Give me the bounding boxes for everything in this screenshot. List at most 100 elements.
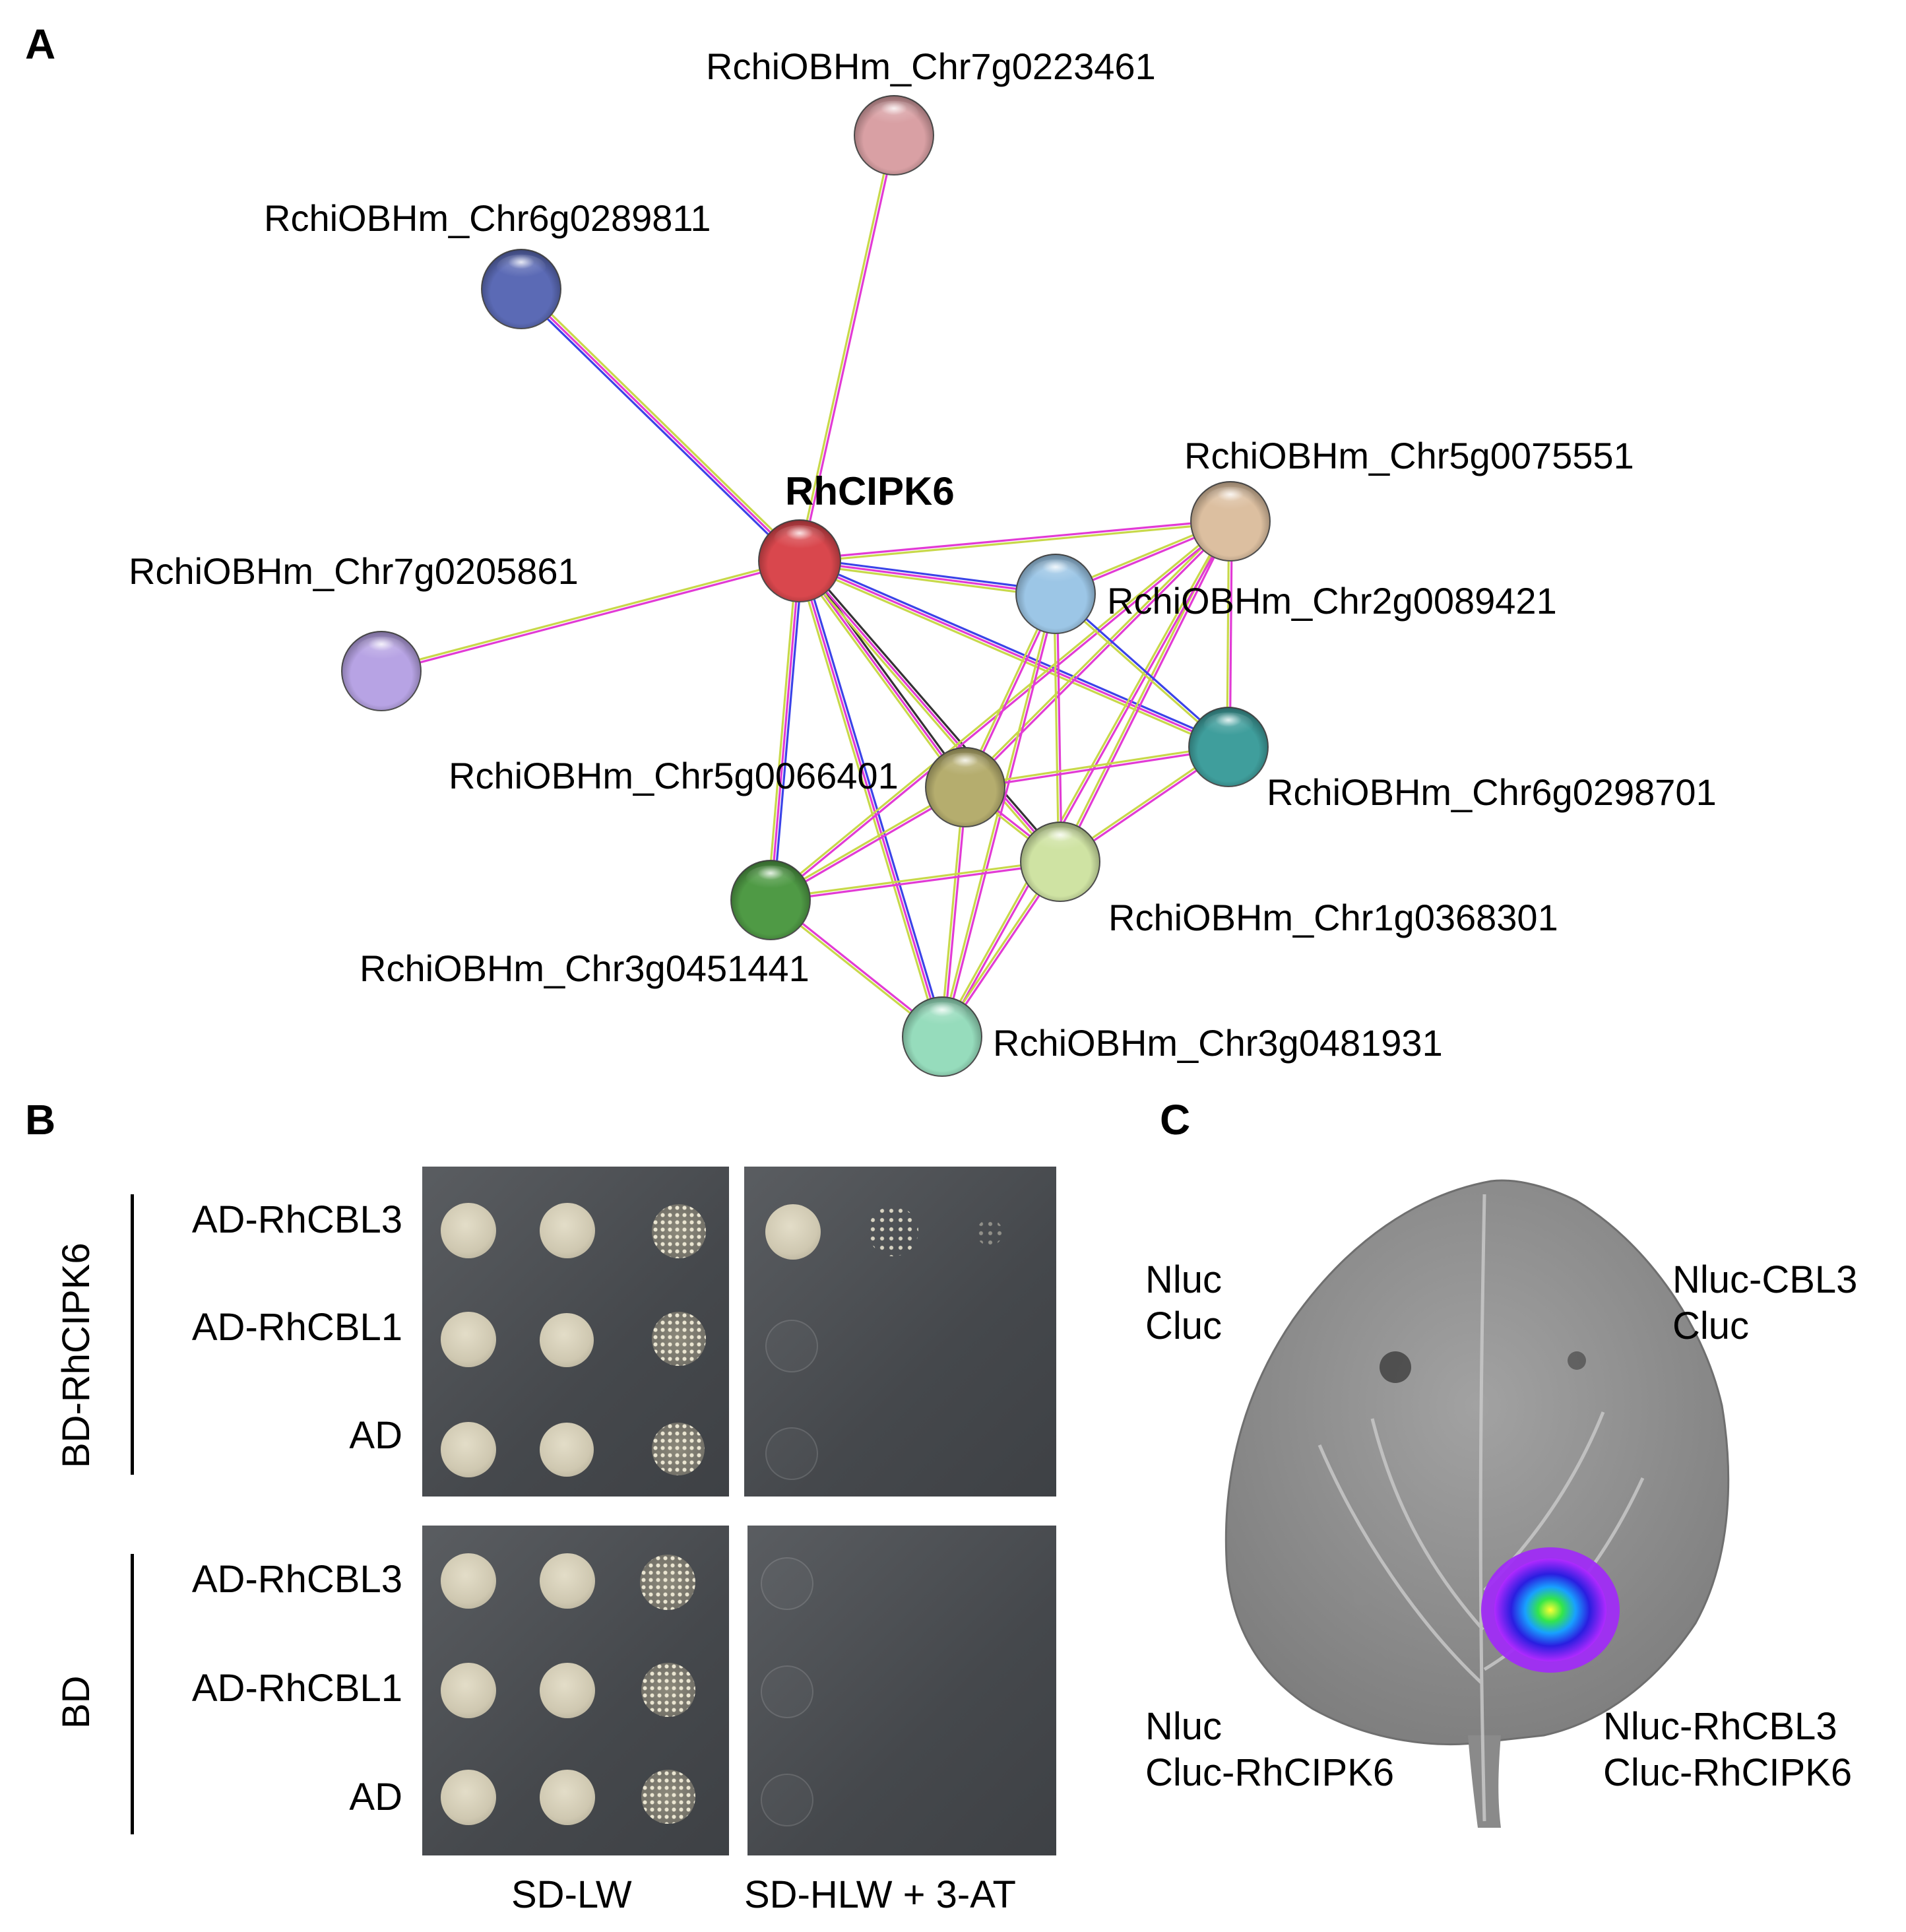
colony-spot xyxy=(441,1312,496,1367)
network-node xyxy=(341,631,422,711)
colony-spot xyxy=(976,1219,1003,1246)
network-node xyxy=(1015,554,1096,634)
network-edge xyxy=(965,747,1229,790)
network-edge xyxy=(799,560,1229,748)
network-node xyxy=(1020,821,1100,902)
colony-spot xyxy=(540,1313,594,1367)
network-edge xyxy=(770,859,1060,900)
network-node-label: RchiOBHm_Chr3g0481931 xyxy=(993,1022,1443,1064)
plate-sdlw-top xyxy=(422,1167,729,1497)
network-edge xyxy=(381,561,800,674)
colony-spot xyxy=(641,1663,695,1717)
network-node xyxy=(902,996,982,1077)
network-edge xyxy=(942,521,1233,1038)
lci-line: Nluc-RhCBL3 xyxy=(1603,1705,1837,1748)
network-edge xyxy=(772,561,804,901)
colony-spot xyxy=(761,1774,813,1826)
network-edge xyxy=(801,560,946,1037)
row-label: AD-RhCBL1 xyxy=(191,1306,402,1349)
colony-spot xyxy=(868,1206,918,1256)
row-label: AD-RhCBL3 xyxy=(191,1558,402,1601)
network-edge xyxy=(939,787,965,1037)
network-edge xyxy=(796,562,1059,864)
network-edge xyxy=(771,862,1061,903)
group-bracket-2 xyxy=(131,1554,134,1834)
leaf-luciferase-image xyxy=(1224,1179,1730,1828)
lci-line: Nluc xyxy=(1145,1258,1223,1301)
network-edge xyxy=(801,558,1064,861)
colony-spot xyxy=(441,1203,496,1258)
row-label: AD xyxy=(349,1776,402,1819)
colony-spot xyxy=(652,1204,706,1258)
network-node xyxy=(730,860,811,940)
network-node-label: RchiOBHm_Chr7g0223461 xyxy=(706,46,1156,87)
network-edge xyxy=(518,290,798,564)
colony-spot xyxy=(652,1312,706,1366)
colony-spot xyxy=(540,1423,594,1477)
network-edge xyxy=(800,521,1231,564)
colony-spot xyxy=(640,1555,695,1610)
network-edge xyxy=(799,562,1056,598)
lci-line: Cluc-RhCIPK6 xyxy=(1603,1751,1853,1794)
row-label: AD-RhCBL3 xyxy=(191,1198,402,1241)
lci-line: Cluc xyxy=(1672,1304,1750,1347)
network-edge xyxy=(798,560,943,1037)
lci-label-top-right: Nluc-CBL3 Cluc xyxy=(1672,1257,1857,1349)
network-edge xyxy=(800,556,1056,593)
colony-spot xyxy=(540,1663,595,1718)
infiltration-spot xyxy=(1568,1351,1586,1370)
colony-spot xyxy=(441,1422,496,1477)
lci-label-bottom-right: Nluc-RhCBL3 Cluc-RhCIPK6 xyxy=(1603,1704,1852,1796)
network-node xyxy=(854,95,934,176)
network-center-label: RhCIPK6 xyxy=(785,469,955,513)
infiltration-spot xyxy=(1380,1351,1411,1383)
panel-c-letter: C xyxy=(1160,1096,1191,1143)
colony-spot xyxy=(540,1770,595,1825)
network-edge xyxy=(1053,594,1060,862)
network-edge xyxy=(965,521,1232,789)
network-nodes xyxy=(341,95,1271,1077)
plate-sdlw-bottom xyxy=(422,1526,729,1855)
group-label-bd-rhcipk6: BD-RhCIPK6 xyxy=(55,1242,98,1468)
group-bracket-1 xyxy=(131,1194,134,1475)
colony-spot xyxy=(765,1204,821,1260)
network-edges xyxy=(381,135,1233,1039)
row-label: AD xyxy=(349,1414,402,1457)
colony-spot xyxy=(765,1427,818,1480)
network-edge xyxy=(939,520,1230,1037)
colony-spot xyxy=(765,1320,818,1372)
leaf-blade xyxy=(1224,1179,1730,1745)
network-node xyxy=(1188,707,1269,787)
lci-line: Cluc-RhCIPK6 xyxy=(1145,1751,1395,1794)
colony-spot xyxy=(441,1663,496,1718)
media-label-sdlw: SD-LW xyxy=(511,1873,632,1916)
network-edge xyxy=(796,562,964,790)
network-edge xyxy=(523,286,803,560)
network-node xyxy=(481,249,561,329)
network-node-label: RchiOBHm_Chr5g0075551 xyxy=(1184,435,1634,476)
colony-spot xyxy=(761,1665,813,1718)
network-edge xyxy=(766,560,798,900)
network-edge xyxy=(942,787,968,1037)
colony-spot xyxy=(641,1770,695,1824)
plate-sdhlw-top xyxy=(744,1167,1056,1497)
network-edge xyxy=(1056,593,1063,862)
network-edge xyxy=(965,744,1228,787)
network-edge xyxy=(963,519,1230,787)
network-node-label: RchiOBHm_Chr3g0451441 xyxy=(360,948,810,989)
panel-b-letter: B xyxy=(25,1096,56,1143)
colony-spot xyxy=(761,1557,813,1610)
lci-line: Cluc xyxy=(1145,1304,1223,1347)
network-node-label: RchiOBHm_Chr6g0289811 xyxy=(264,197,711,239)
lci-line: Nluc-CBL3 xyxy=(1672,1258,1858,1301)
network-node xyxy=(1190,481,1271,562)
network-node-label: RchiOBHm_Chr1g0368301 xyxy=(1108,897,1558,938)
network-edge xyxy=(800,557,1230,746)
plate-sdhlw-bottom xyxy=(747,1526,1056,1855)
network-node-label: RchiOBHm_Chr5g0066401 xyxy=(449,755,899,796)
network-edge xyxy=(798,560,1062,863)
network-edge xyxy=(1060,521,1233,863)
colony-spot xyxy=(441,1553,496,1609)
lci-line: Nluc xyxy=(1145,1705,1223,1748)
interaction-network: RchiOBHm_Chr7g0223461RchiOBHm_Chr6g02898… xyxy=(129,46,1717,1077)
